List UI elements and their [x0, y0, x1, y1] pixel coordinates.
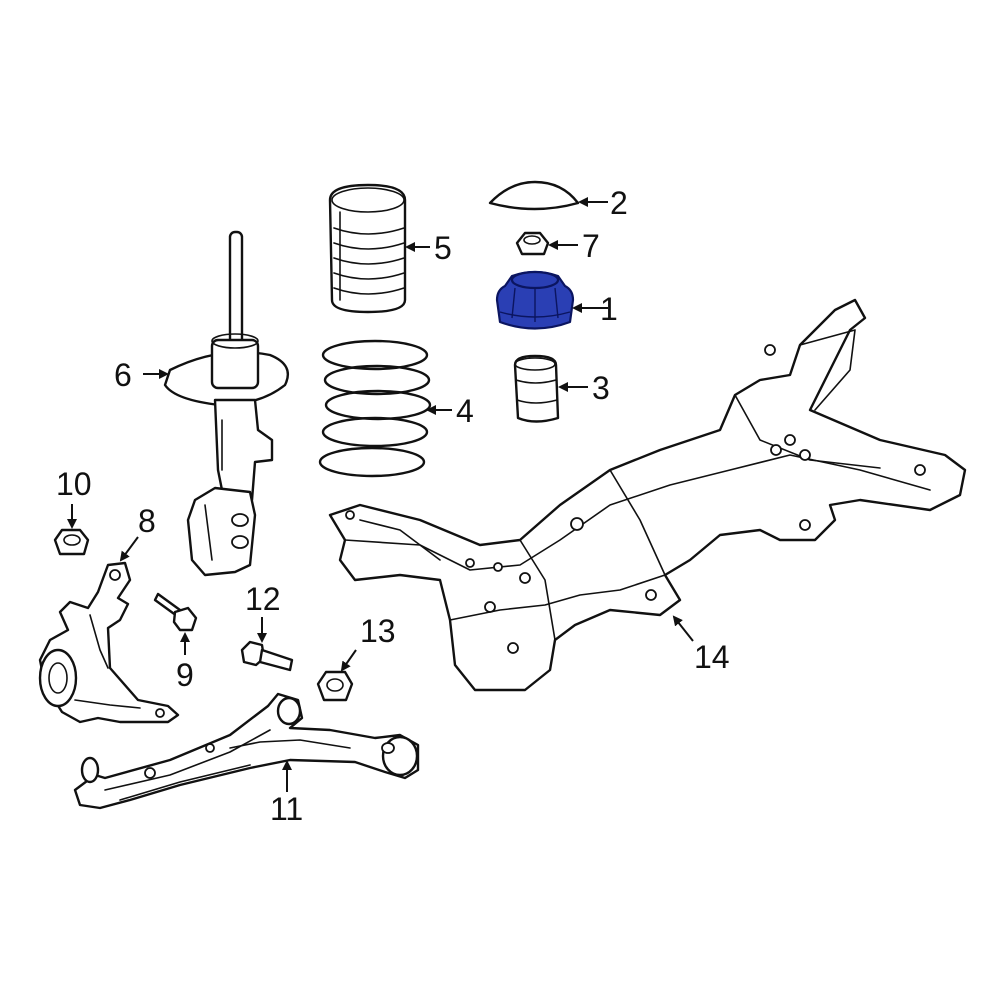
- steering-knuckle-part[interactable]: [38, 561, 180, 724]
- cap-part[interactable]: [488, 180, 580, 211]
- callout-labels: 1 2 3 4 5 6 7 8 9 10 11 12 13 14: [56, 185, 730, 827]
- strut-assembly-part[interactable]: [163, 230, 290, 577]
- callout-14[interactable]: 14: [694, 639, 730, 675]
- leader-13: [340, 649, 357, 672]
- bolt-part-9[interactable]: [153, 592, 198, 632]
- callout-7[interactable]: 7: [582, 228, 600, 264]
- callout-13[interactable]: 13: [360, 613, 396, 649]
- callout-1[interactable]: 1: [600, 291, 618, 327]
- dust-boot-part[interactable]: [328, 183, 407, 314]
- callout-10[interactable]: 10: [56, 466, 92, 502]
- nut-part-13[interactable]: [316, 670, 354, 702]
- leader-14: [672, 615, 694, 642]
- callout-6[interactable]: 6: [114, 357, 132, 393]
- bolt-part-12[interactable]: [240, 640, 294, 672]
- callout-3[interactable]: 3: [592, 370, 610, 406]
- leader-lines: [67, 197, 694, 792]
- callout-5[interactable]: 5: [434, 230, 452, 266]
- callout-9[interactable]: 9: [176, 657, 194, 693]
- callout-11[interactable]: 11: [270, 791, 303, 827]
- nut-part-10[interactable]: [53, 528, 90, 556]
- strut-mount-part[interactable]: [495, 270, 575, 330]
- callout-8[interactable]: 8: [138, 503, 156, 539]
- callout-4[interactable]: 4: [456, 393, 474, 429]
- leader-8: [119, 536, 139, 562]
- callout-12[interactable]: 12: [245, 581, 281, 617]
- bump-stop-part[interactable]: [513, 354, 560, 423]
- crossmember-part[interactable]: [328, 298, 967, 692]
- nut-part[interactable]: [515, 231, 550, 256]
- callout-2[interactable]: 2: [610, 185, 628, 221]
- coil-spring-part[interactable]: [318, 339, 432, 478]
- control-arm-part[interactable]: [73, 692, 420, 810]
